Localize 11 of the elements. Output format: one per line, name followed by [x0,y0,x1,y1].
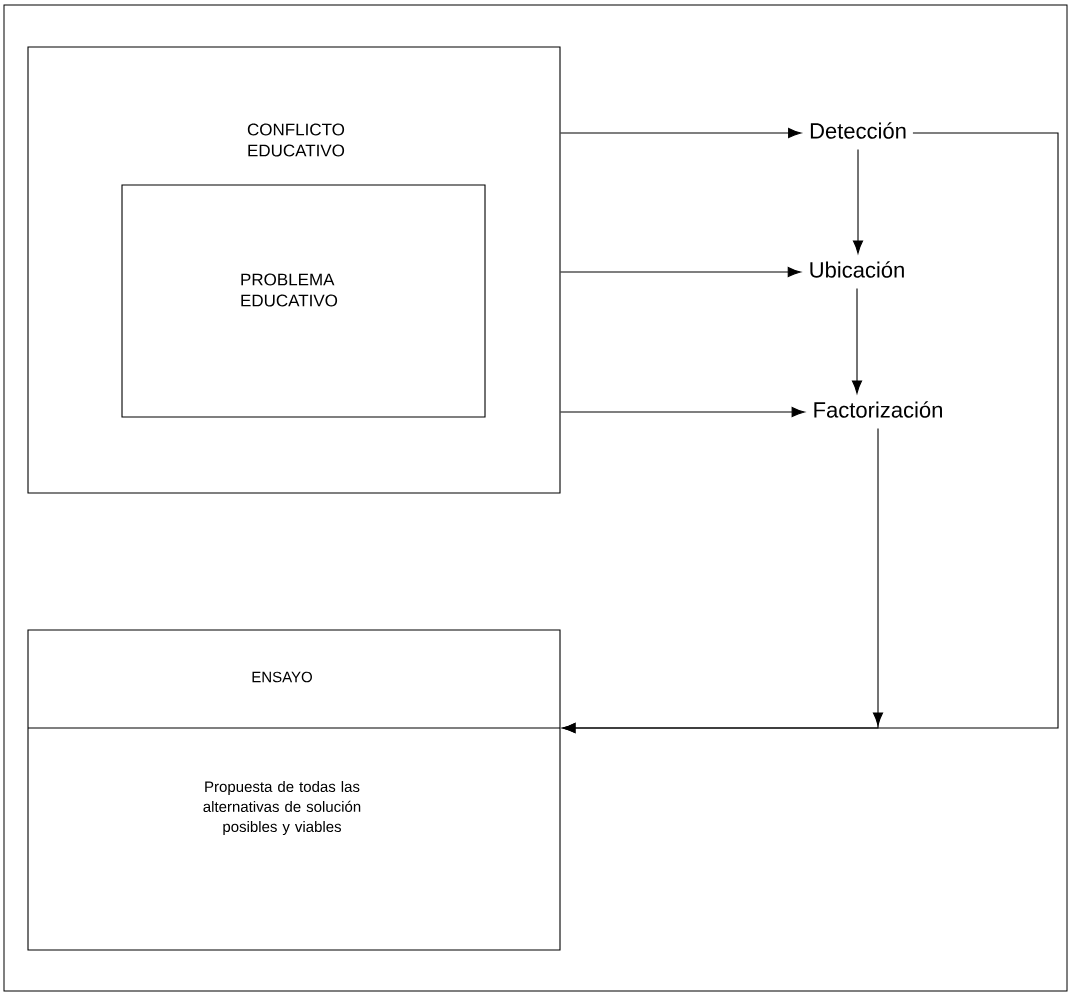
arrow [560,406,805,418]
step-label: Ubicación [810,261,904,278]
step-label: Detección [810,122,906,139]
arrow [560,266,801,278]
arrow [560,127,802,139]
step-label: Factorización [814,401,942,418]
inner-box: PROBLEMA EDUCATIVO [121,184,486,418]
arrow [852,148,864,254]
arrow [851,287,863,394]
arrow [562,427,884,734]
ensayo-box: ENSAYO Propuesta de todas las alternativas de solución posibles y viables [27,629,561,951]
